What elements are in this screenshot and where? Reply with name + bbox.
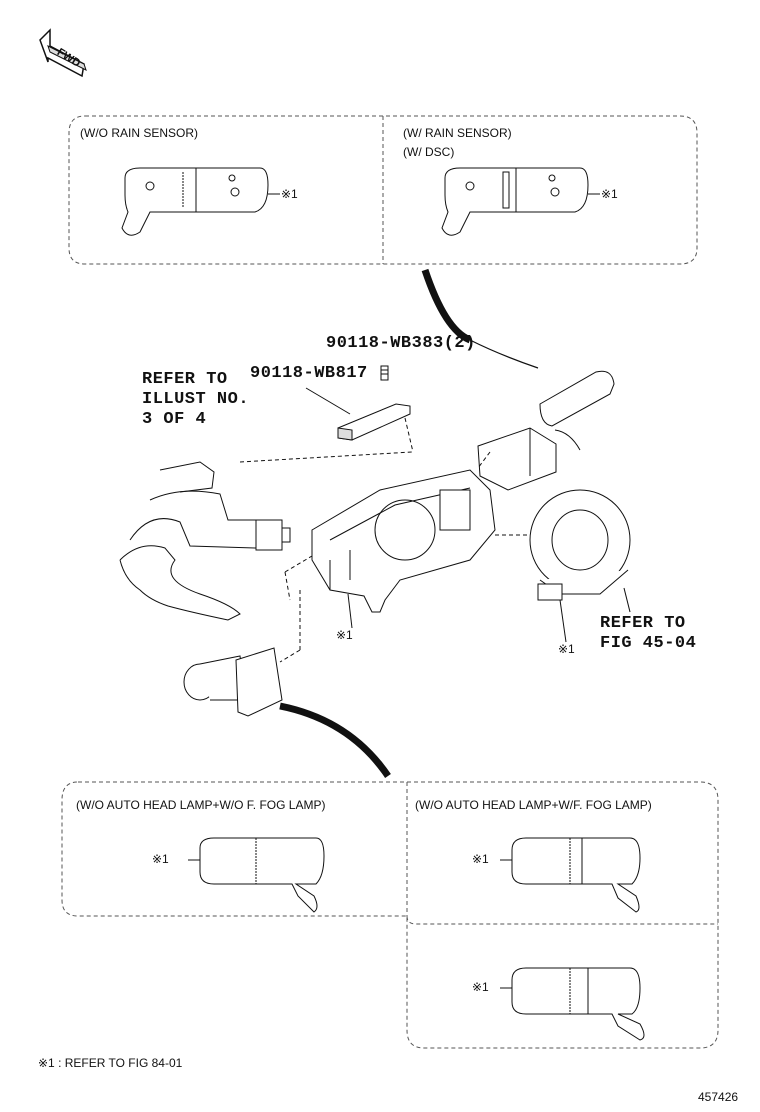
top-variant-panel bbox=[68, 115, 698, 265]
callout-bottom-right: ※1 bbox=[472, 852, 489, 866]
callout-top-left: ※1 bbox=[281, 187, 298, 201]
wiper-switch-assembly bbox=[477, 370, 615, 491]
fwd-arrow-icon bbox=[39, 28, 87, 78]
caption-without-rain-sensor: (W/O RAIN SENSOR) bbox=[80, 126, 199, 140]
caption-with-dsc: (W/ DSC) bbox=[403, 145, 455, 159]
caption-with-fog-lamp: (W/O AUTO HEAD LAMP+W/F. FOG LAMP) bbox=[415, 798, 652, 812]
wiper-switch-without-rain-sensor bbox=[121, 167, 280, 236]
callout-bottom-lower: ※1 bbox=[472, 980, 489, 994]
mounting-bracket bbox=[337, 403, 411, 441]
refer-fig-line2: FIG 45-04 bbox=[600, 634, 697, 653]
footnote: ※1 : REFER TO FIG 84-01 bbox=[38, 1056, 183, 1070]
callout-top-right: ※1 bbox=[601, 187, 618, 201]
light-switch-without-fog-lamp bbox=[188, 837, 325, 913]
steering-column bbox=[119, 461, 291, 621]
combination-switch-body bbox=[284, 469, 496, 613]
callout-bottom-left: ※1 bbox=[152, 852, 169, 866]
bolt-part bbox=[380, 365, 389, 381]
figure-number: 457426 bbox=[698, 1090, 739, 1104]
bottom-variant-panel bbox=[61, 781, 719, 1049]
caption-with-rain-sensor: (W/ RAIN SENSOR) bbox=[403, 126, 512, 140]
refer-fig-line1: REFER TO bbox=[600, 614, 686, 633]
caption-without-fog-lamp: (W/O AUTO HEAD LAMP+W/O F. FOG LAMP) bbox=[76, 798, 326, 812]
light-switch-assembly bbox=[183, 647, 283, 717]
refer-illust-line2: ILLUST NO. bbox=[142, 390, 250, 409]
wiper-switch-with-rain-sensor bbox=[441, 167, 600, 236]
callout-clock-spring: ※1 bbox=[558, 642, 575, 656]
light-switch-with-fog-lamp bbox=[500, 837, 641, 913]
clock-spring bbox=[529, 489, 631, 601]
light-switch-with-fog-lamp-alt bbox=[500, 967, 645, 1041]
callout-column-switch: ※1 bbox=[336, 628, 353, 642]
refer-illust-line1: REFER TO bbox=[142, 370, 228, 389]
refer-illust-line3: 3 OF 4 bbox=[142, 410, 207, 429]
part-number-screw: 90118-WB817 bbox=[250, 364, 368, 383]
part-number-bolt: 90118-WB383(2) bbox=[326, 334, 476, 353]
